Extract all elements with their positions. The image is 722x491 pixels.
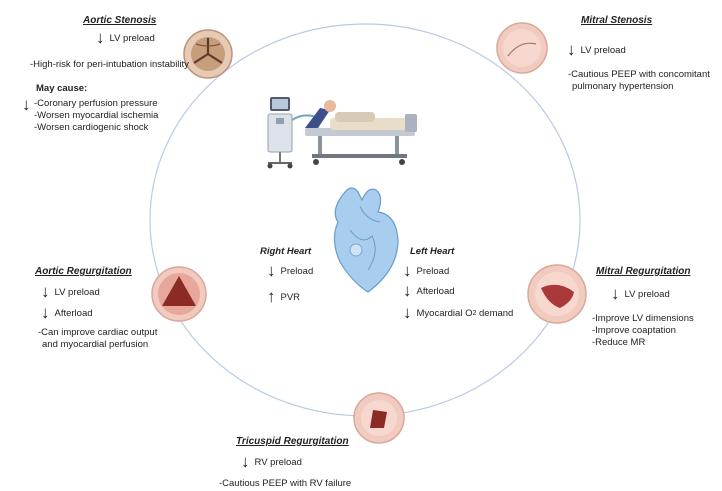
aortic-stenosis-note: -High-risk for peri-intubation instabili…	[30, 59, 189, 70]
aortic-regurgitation-effect: ↓ Afterload	[41, 303, 93, 322]
right-heart-effect: ↓ Preload	[267, 261, 314, 280]
left-heart-title: Left Heart	[410, 246, 455, 257]
aortic-stenosis-title: Aortic Stenosis	[83, 15, 157, 26]
list-item: and myocardial perfusion	[42, 339, 149, 350]
down-arrow-icon: ↓	[96, 28, 105, 47]
list-item: -Worsen cardiogenic shock	[34, 122, 149, 133]
down-arrow-icon: ↓	[567, 40, 576, 59]
left-heart-effect: ↓ Afterload	[403, 281, 455, 300]
mitral-stenosis-notes: -Cautious PEEP with concomitant pulmonar…	[568, 69, 710, 93]
mitral-stenosis-valve-icon	[496, 22, 548, 74]
mitral-stenosis-effect: ↓ LV preload	[567, 40, 626, 59]
tricuspid-regurgitation-effect: ↓ RV preload	[241, 452, 302, 471]
aortic-stenosis-effect: ↓ LV preload	[96, 28, 155, 47]
aortic-regurgitation-title: Aortic Regurgitation	[35, 266, 132, 277]
ventilator-bed-illustration	[267, 97, 417, 169]
aortic-stenosis-valve-icon	[183, 29, 233, 79]
mitral-stenosis-title: Mitral Stenosis	[581, 15, 653, 26]
list-item: -Improve coaptation	[592, 325, 676, 336]
mitral-regurgitation-notes: -Improve LV dimensions -Improve coaptati…	[592, 313, 694, 349]
mitral-regurgitation-valve-icon	[527, 264, 587, 324]
aortic-regurgitation-effect: ↓ LV preload	[41, 282, 100, 301]
down-arrow-icon: ↓	[22, 95, 31, 114]
may-cause-list: ↓ -Coronary perfusion pressure -Worsen m…	[22, 95, 159, 134]
may-cause-label: May cause:	[36, 83, 88, 94]
heart-illustration	[333, 187, 399, 293]
tricuspid-regurgitation-note: -Cautious PEEP with RV failure	[219, 478, 352, 489]
down-arrow-icon: ↓	[41, 282, 50, 301]
down-arrow-icon: ↓	[241, 452, 250, 471]
list-item: -Reduce MR	[592, 337, 646, 348]
tricuspid-regurgitation-title: Tricuspid Regurgitation	[236, 436, 349, 447]
list-item: -Worsen myocardial ischemia	[34, 110, 159, 121]
list-item: -Coronary perfusion pressure	[34, 98, 158, 109]
mitral-regurgitation-effect: ↓ LV preload	[611, 284, 670, 303]
down-arrow-icon: ↓	[403, 281, 412, 300]
right-heart-effect: ↑ PVR	[267, 287, 301, 306]
down-arrow-icon: ↓	[267, 261, 276, 280]
list-item: -Improve LV dimensions	[592, 313, 694, 324]
up-arrow-icon: ↑	[267, 287, 276, 306]
right-heart-title: Right Heart	[260, 246, 312, 257]
down-arrow-icon: ↓	[403, 303, 412, 322]
down-arrow-icon: ↓	[403, 261, 412, 280]
aortic-regurgitation-notes: -Can improve cardiac output and myocardi…	[38, 327, 157, 351]
left-heart-effect: ↓ Preload	[403, 261, 450, 280]
list-item: pulmonary hypertension	[572, 81, 674, 92]
list-item: -Cautious PEEP with concomitant	[568, 69, 710, 80]
down-arrow-icon: ↓	[41, 303, 50, 322]
aortic-regurgitation-valve-icon	[151, 266, 207, 322]
tricuspid-regurgitation-valve-icon	[353, 392, 405, 444]
mitral-regurgitation-title: Mitral Regurgitation	[596, 266, 691, 277]
down-arrow-icon: ↓	[611, 284, 620, 303]
list-item: -Can improve cardiac output	[38, 327, 158, 338]
